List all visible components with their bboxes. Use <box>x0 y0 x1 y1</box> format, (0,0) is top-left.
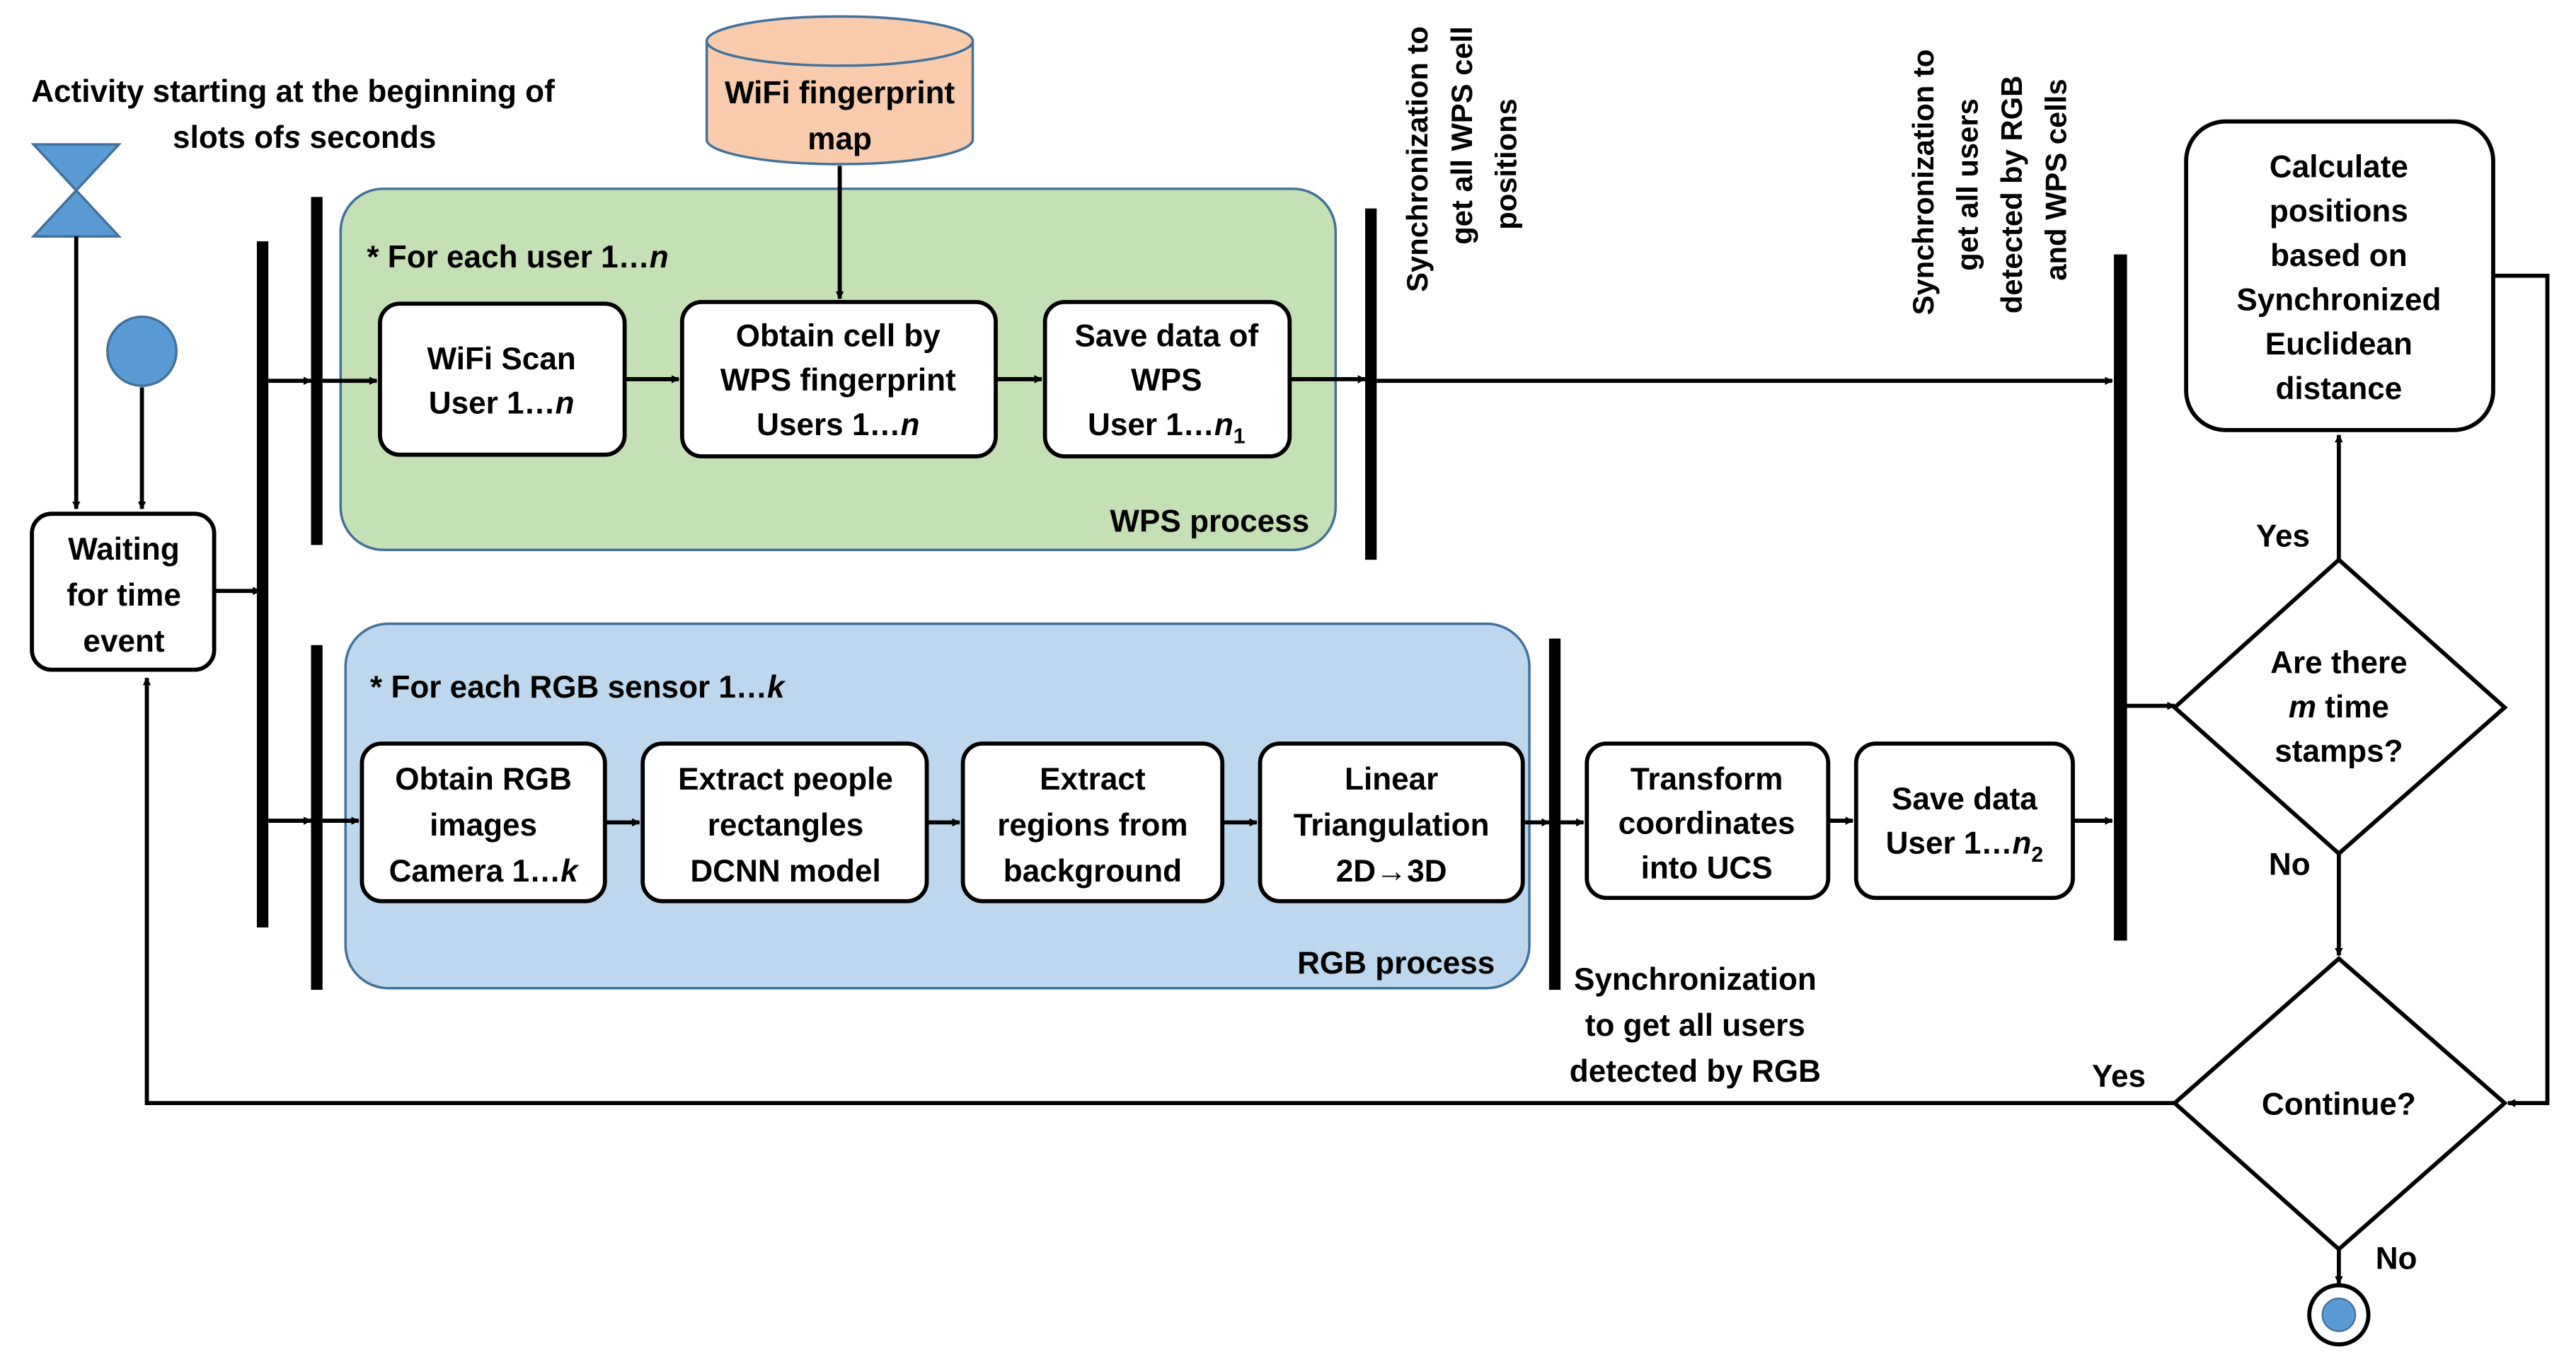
label-yes-continue: Yes <box>2092 1059 2146 1094</box>
svg-text:detected by RGB: detected by RGB <box>1570 1054 1821 1089</box>
sync-label-all: Synchronization to get all users detecte… <box>1907 50 2073 316</box>
svg-text:map: map <box>807 122 872 156</box>
decision-continue: Continue? <box>2171 956 2508 1252</box>
svg-text:Extract: Extract <box>1040 762 1146 797</box>
timer-caption-line2: slots ofs seconds <box>173 120 436 155</box>
step-save-rgb-data: Save data User 1…n2 <box>1853 741 2075 901</box>
final-node <box>2307 1283 2371 1347</box>
svg-text:background: background <box>1004 854 1182 889</box>
svg-text:Synchronization to: Synchronization to <box>1907 50 1940 316</box>
svg-text:User 1…n1: User 1…n1 <box>1088 408 1246 449</box>
svg-text:Waiting: Waiting <box>68 532 180 567</box>
svg-text:to get all users: to get all users <box>1585 1008 1805 1043</box>
svg-text:Camera 1…k: Camera 1…k <box>389 854 580 889</box>
svg-text:Obtain RGB: Obtain RGB <box>395 762 572 797</box>
step-transform-ucs: Transform coordinates into UCS <box>1585 741 1831 901</box>
sync-label-wps: Synchronization to get all WPS cell posi… <box>1401 26 1522 292</box>
rgb-step-obtain-images: Obtain RGB images Camera 1…k <box>360 741 607 903</box>
rgb-panel-header: * For each RGB sensor 1…k <box>370 670 786 705</box>
svg-text:WPS: WPS <box>1131 363 1202 398</box>
sync-bar-all <box>2114 254 2127 941</box>
rgb-process-panel <box>344 622 1531 990</box>
wps-panel-footer: WPS process <box>1110 504 1309 539</box>
svg-text:regions from: regions from <box>997 808 1188 843</box>
svg-text:WiFi fingerprint: WiFi fingerprint <box>725 76 955 110</box>
svg-text:Synchronization to: Synchronization to <box>1401 26 1434 292</box>
svg-text:detected by RGB: detected by RGB <box>1995 76 2028 313</box>
decision-timestamps: Are there m time stamps? <box>2171 557 2508 857</box>
sync-label-rgb: Synchronization to get all users detecte… <box>1570 962 1821 1089</box>
svg-text:DCNN model: DCNN model <box>690 854 880 889</box>
svg-text:into UCS: into UCS <box>1641 850 1773 885</box>
svg-text:Save data: Save data <box>1892 782 2037 816</box>
label-yes-timestamps: Yes <box>2256 519 2310 554</box>
svg-text:rectangles: rectangles <box>708 808 864 843</box>
svg-text:Users 1…n: Users 1…n <box>757 408 919 442</box>
svg-text:Save data of: Save data of <box>1074 319 1258 354</box>
fork-bar-wps <box>311 197 323 545</box>
svg-text:get all users: get all users <box>1950 98 1984 271</box>
fork-bar-rgb <box>311 645 323 990</box>
svg-text:positions: positions <box>1490 98 1523 230</box>
rgb-step-extract-regions: Extract regions from background <box>960 741 1225 903</box>
rgb-step-triangulation: Linear Triangulation 2D→3D <box>1258 741 1525 903</box>
svg-text:event: event <box>83 624 164 659</box>
svg-text:Synchronization: Synchronization <box>1574 962 1817 997</box>
calculate-positions-node: Calculate positions based on Synchronize… <box>2184 119 2495 432</box>
svg-text:Euclidean: Euclidean <box>2265 327 2413 362</box>
svg-text:Transform: Transform <box>1631 762 1783 797</box>
svg-text:m time: m time <box>2289 690 2389 724</box>
svg-text:Calculate: Calculate <box>2270 150 2408 185</box>
svg-text:get all WPS cell: get all WPS cell <box>1445 26 1478 245</box>
label-no-continue: No <box>2376 1241 2417 1276</box>
timer-caption: Activity starting at the beginning of <box>31 74 555 109</box>
svg-text:Extract people: Extract people <box>678 762 893 797</box>
svg-text:User 1…n: User 1…n <box>429 386 575 421</box>
svg-text:Synchronized: Synchronized <box>2236 283 2441 318</box>
svg-text:Are there: Are there <box>2270 645 2408 680</box>
svg-text:for time: for time <box>67 578 181 613</box>
waiting-node: Waiting for time event <box>30 512 217 672</box>
hourglass-icon <box>30 143 122 238</box>
svg-text:Linear: Linear <box>1345 762 1438 797</box>
wps-step-obtain-cell: Obtain cell by WPS fingerprint Users 1…n <box>679 300 998 458</box>
svg-text:Triangulation: Triangulation <box>1294 808 1490 843</box>
wps-panel-header: * For each user 1…n <box>367 240 668 275</box>
svg-text:Obtain cell by: Obtain cell by <box>736 319 941 354</box>
svg-text:distance: distance <box>2275 371 2402 406</box>
svg-text:positions: positions <box>2270 194 2408 229</box>
svg-text:WiFi Scan: WiFi Scan <box>427 342 576 376</box>
sync-bar-rgb <box>1548 638 1561 990</box>
wps-step-save-data: Save data of WPS User 1…n1 <box>1042 300 1292 458</box>
wps-step-wifi-scan: WiFi Scan User 1…n <box>378 301 627 457</box>
rgb-step-extract-people: Extract people rectangles DCNN model <box>640 741 929 903</box>
label-no-timestamps: No <box>2269 848 2311 882</box>
sync-bar-wps <box>1365 208 1377 560</box>
fingerprint-database: WiFi fingerprint map <box>705 15 974 166</box>
svg-text:User 1…n2: User 1…n2 <box>1886 826 2044 867</box>
fork-bar-main <box>256 241 269 928</box>
svg-text:2D→3D: 2D→3D <box>1336 854 1447 889</box>
svg-text:based on: based on <box>2270 238 2408 273</box>
svg-text:stamps?: stamps? <box>2275 734 2403 769</box>
rgb-panel-footer: RGB process <box>1297 946 1495 981</box>
svg-text:images: images <box>430 808 537 843</box>
svg-text:coordinates: coordinates <box>1618 807 1795 841</box>
svg-text:and WPS cells: and WPS cells <box>2040 79 2073 280</box>
initial-node <box>106 316 178 387</box>
svg-text:Continue?: Continue? <box>2262 1087 2416 1121</box>
svg-text:WPS fingerprint: WPS fingerprint <box>720 363 956 398</box>
